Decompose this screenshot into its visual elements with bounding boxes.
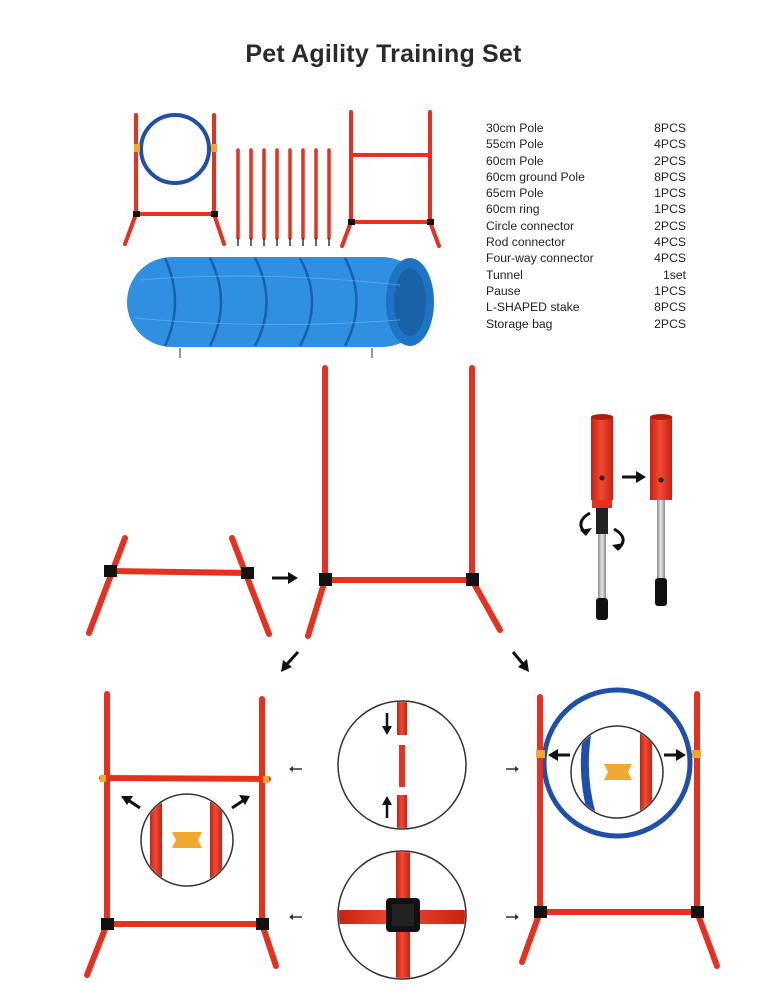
part-qty: 2PCS [654, 316, 686, 331]
part-qty: 4PCS [654, 235, 686, 250]
four-way-connector-icon [466, 573, 479, 586]
part-qty: 2PCS [654, 153, 686, 168]
page-title: Pet Agility Training Set [245, 40, 522, 68]
parts-row: Tunnel 1set [486, 267, 686, 283]
arrow-right-small-icon [506, 766, 519, 772]
part-qty: 1PCS [654, 186, 686, 201]
hoop-jump-large [519, 687, 720, 969]
part-name: 60cm Pole [486, 153, 544, 168]
part-name: 60cm ground Pole [486, 169, 585, 184]
part-qty: 8PCS [654, 169, 686, 184]
arrow-down-left-icon [281, 650, 300, 672]
clip-icon [100, 775, 106, 782]
part-qty: 2PCS [654, 218, 686, 233]
parts-row: Circle connector 2PCS [486, 218, 686, 234]
arrow-down-right-icon [511, 651, 529, 672]
pole-stake-detail [579, 414, 672, 620]
four-way-connector-icon [101, 918, 114, 930]
part-qty: 8PCS [654, 300, 686, 315]
arrow-up-right-icon [231, 795, 250, 810]
four-way-connector-icon [241, 567, 254, 579]
parts-row: Storage bag 2PCS [486, 316, 686, 332]
four-way-connector-icon [104, 565, 117, 577]
parts-row: 65cm Pole 1PCS [486, 185, 686, 201]
four-way-connector-icon [256, 918, 269, 930]
parts-row: 55cm Pole 4PCS [486, 136, 686, 152]
connector-icon [427, 219, 434, 225]
part-name: L-SHAPED stake [486, 300, 580, 315]
part-qty: 8PCS [654, 121, 686, 135]
parts-row: Rod connector 4PCS [486, 234, 686, 250]
parts-row: L-SHAPED stake 8PCS [486, 299, 686, 315]
clip-icon [263, 776, 269, 783]
part-qty: 1PCS [654, 283, 686, 298]
part-qty: 4PCS [654, 137, 686, 152]
arrow-right-icon [664, 749, 686, 761]
bar-jump-small [340, 110, 441, 248]
part-name: 30cm Pole [486, 121, 544, 135]
parts-row: 60cm Pole 2PCS [486, 153, 686, 169]
parts-list: 30cm Pole 8PCS 55cm Pole 4PCS 60cm Pole 2PC… [486, 120, 686, 332]
hoop-jump-small [123, 113, 226, 246]
upright-frame [305, 365, 503, 639]
part-name: Four-way connector [486, 251, 594, 266]
weave-poles [236, 148, 331, 240]
bar-jump-large [84, 691, 279, 978]
weave-pole-tips [237, 238, 330, 246]
part-name: Storage bag [486, 316, 553, 331]
part-qty: 4PCS [654, 251, 686, 266]
detail-circle-connector [570, 725, 664, 819]
parts-row: Pause 1PCS [486, 283, 686, 299]
part-name: 65cm Pole [486, 186, 544, 201]
four-way-connector-icon [319, 573, 332, 586]
arrow-up-left-icon [121, 796, 141, 810]
part-qty: 1PCS [654, 202, 686, 217]
arrow-left-small-icon [289, 914, 302, 920]
detail-clip-bar [140, 793, 234, 887]
parts-row: 60cm ground Pole 8PCS [486, 169, 686, 185]
arrow-right-small-icon [506, 914, 519, 920]
arrow-right-icon [272, 572, 298, 584]
base-frame [86, 535, 272, 637]
part-name: 60cm ring [486, 202, 540, 217]
connector-icon [348, 219, 355, 225]
part-name: Tunnel [486, 267, 523, 282]
part-name: 55cm Pole [486, 137, 544, 152]
part-name: Pause [486, 283, 521, 298]
arrow-left-small-icon [289, 766, 302, 772]
tunnel [127, 257, 434, 358]
part-qty: 1set [662, 267, 686, 282]
part-name: Circle connector [486, 218, 575, 233]
parts-row: 30cm Pole 8PCS [486, 120, 686, 136]
detail-four-way-connector [337, 850, 467, 980]
arrow-left-icon [548, 749, 570, 761]
detail-rod-connector [337, 700, 467, 830]
part-name: Rod connector [486, 235, 566, 250]
parts-row: 60cm ring 1PCS [486, 201, 686, 217]
parts-row: Four-way connector 4PCS [486, 250, 686, 266]
